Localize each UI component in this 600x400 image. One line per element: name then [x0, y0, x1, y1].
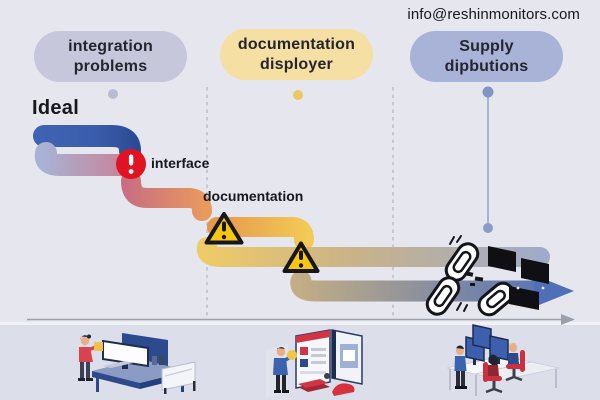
documentation-label: documentation — [203, 188, 304, 204]
monitoring-team-desks-illustration — [446, 324, 560, 396]
ribbon-documentation — [121, 171, 212, 221]
final-arrowhead — [534, 275, 574, 307]
error-exclamation-badge — [116, 149, 146, 179]
supply-connector-line — [483, 97, 493, 233]
worker-person — [78, 334, 103, 381]
ribbon-delay-1 — [207, 217, 314, 250]
ribbon-ideal — [33, 125, 141, 162]
pill-supply-dipbutions: Supply dipbutions — [410, 31, 563, 82]
pill-dot — [293, 90, 303, 100]
pill-dot — [108, 89, 118, 99]
pill-documentation-disployer: documentation disployer — [220, 29, 373, 80]
pill-label-line: dipbutions — [444, 57, 529, 75]
shattered-monitors-icon — [488, 246, 549, 310]
person-reviewing-documentation-illustration — [266, 329, 363, 398]
interface-label: interface — [151, 155, 210, 171]
footer-divider — [0, 322, 600, 325]
pill-dot — [482, 86, 494, 98]
timeline-ribbons — [33, 125, 550, 302]
ribbon-delay-2 — [196, 237, 550, 267]
pill-label-line: documentation — [237, 35, 356, 53]
pill-integration-problems: integration problems — [34, 31, 187, 82]
ribbon-final — [290, 270, 548, 302]
broken-chain-icon — [425, 235, 515, 317]
ideal-label: Ideal — [32, 97, 80, 119]
person-at-workstation-illustration — [78, 333, 196, 394]
contact-email: info@reshinmonitors.com — [407, 6, 580, 23]
reviewer-person — [273, 347, 297, 393]
pill-label-line: integration — [68, 37, 153, 55]
ribbon-interface — [34, 142, 138, 176]
standing-operator-person — [454, 345, 467, 389]
seated-operator-person — [505, 342, 525, 382]
seated-operator-person — [483, 354, 503, 394]
section-guide-lines — [206, 87, 394, 320]
warning-triangle-icon — [282, 241, 320, 273]
warning-triangle-icon — [204, 212, 244, 245]
pill-label-line: Supply — [459, 37, 514, 55]
pill-label-line: problems — [73, 57, 148, 75]
pill-label-line: disployer — [260, 55, 333, 73]
time-axis — [27, 314, 575, 325]
